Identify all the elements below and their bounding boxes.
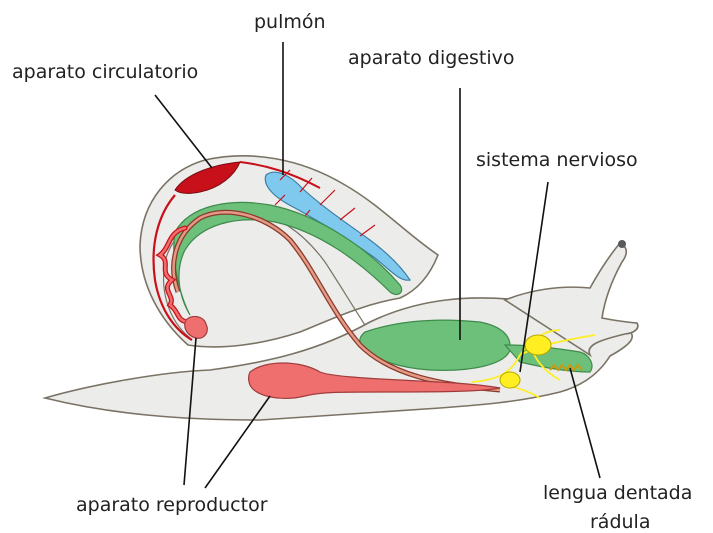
label-aparato-reproductor: aparato reproductor xyxy=(76,496,268,515)
tentacle-eye xyxy=(618,240,626,248)
leader-circulatorio xyxy=(155,95,212,168)
label-sistema-nervioso: sistema nervioso xyxy=(476,151,638,170)
label-aparato-circulatorio: aparato circulatorio xyxy=(12,63,198,82)
pedal-ganglion xyxy=(500,372,520,388)
label-radula: rádula xyxy=(590,513,650,532)
label-pulmon: pulmón xyxy=(254,13,326,32)
label-lengua-dentada: lengua dentada xyxy=(543,484,692,503)
label-aparato-digestivo: aparato digestivo xyxy=(348,49,515,68)
cerebral-ganglion xyxy=(525,335,551,355)
leader-lengua xyxy=(570,368,600,478)
